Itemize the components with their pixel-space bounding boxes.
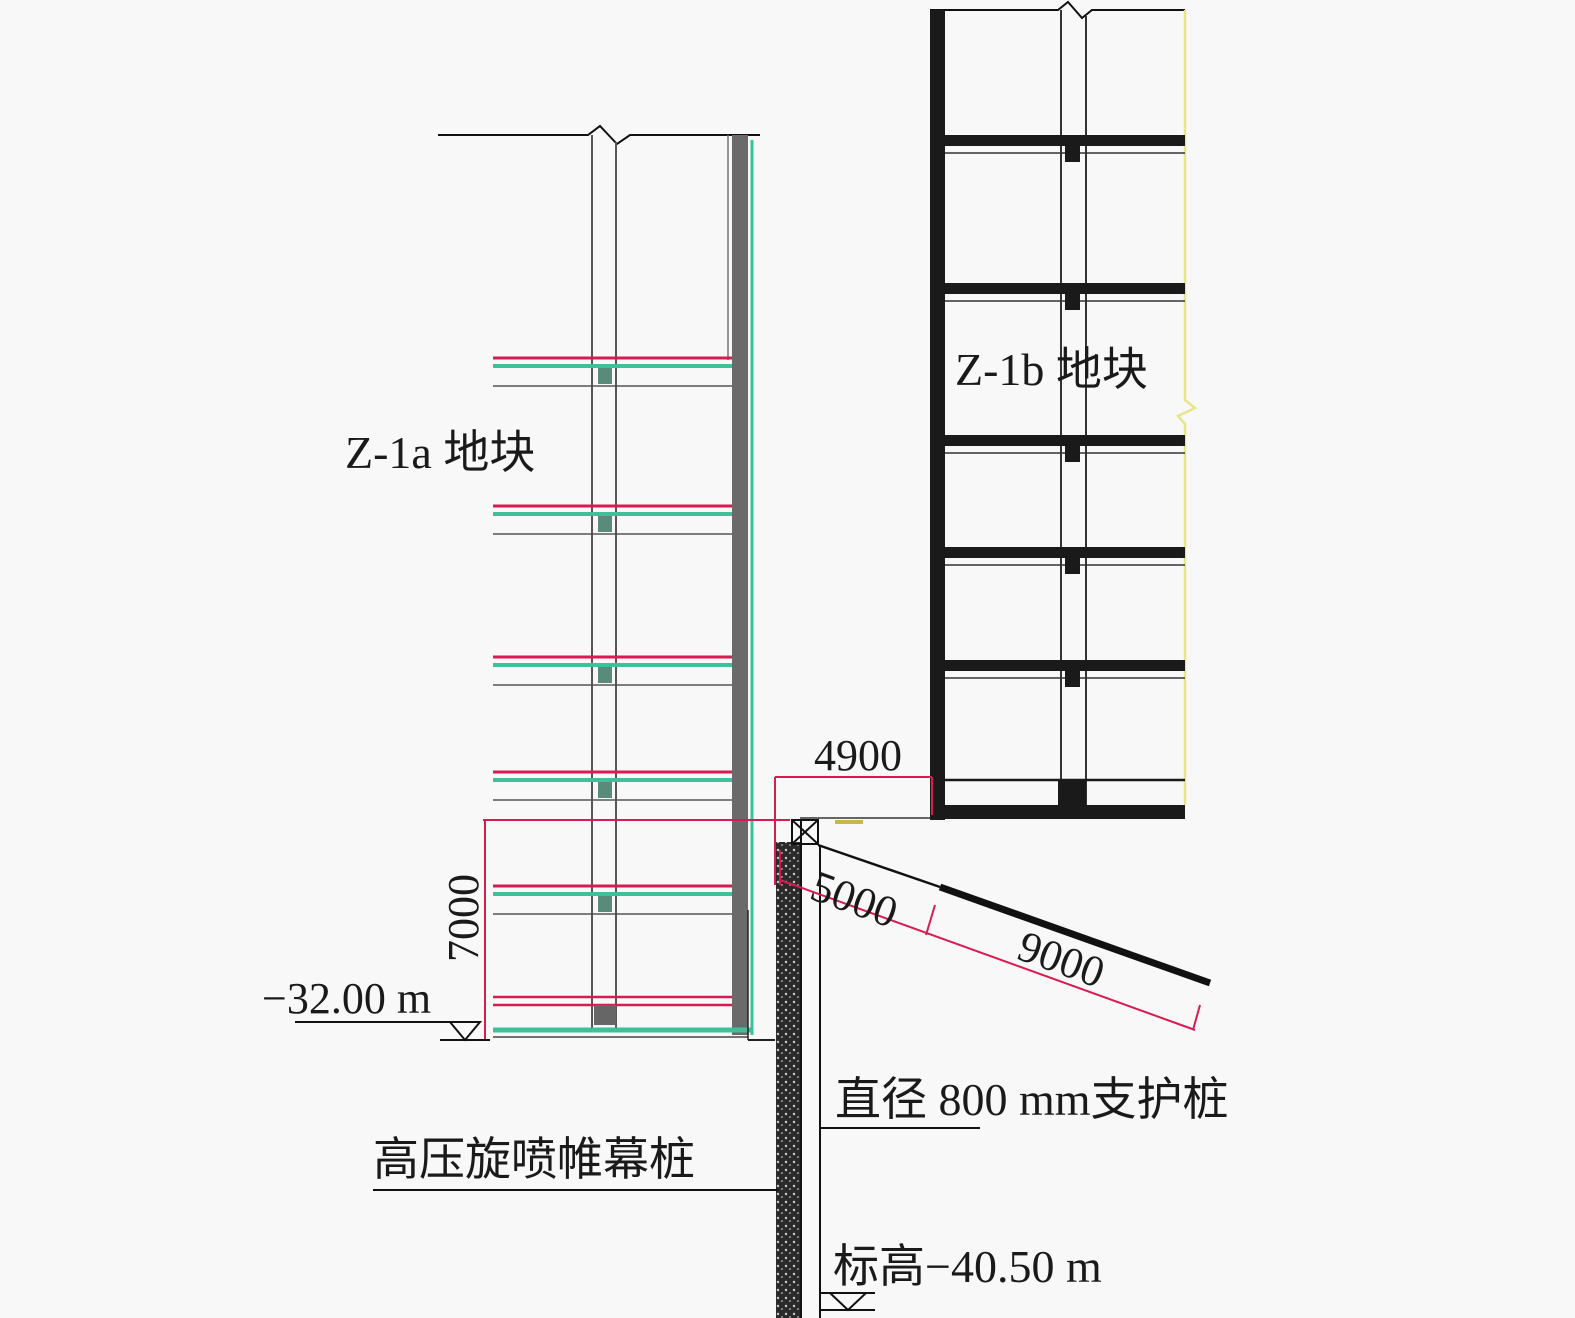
ground-marker bbox=[835, 820, 863, 824]
floor-slab bbox=[945, 547, 1185, 558]
column-cap bbox=[1065, 146, 1080, 162]
pile-bottom-elevation-label: 标高−40.50 m bbox=[833, 1241, 1102, 1292]
pile-cap-crossbox bbox=[791, 819, 819, 845]
exterior-wall bbox=[930, 10, 945, 820]
column-cap bbox=[598, 782, 612, 798]
column-cap bbox=[598, 368, 612, 384]
floor-slab bbox=[945, 435, 1185, 446]
building-z1a bbox=[438, 124, 775, 1041]
column-cap bbox=[1065, 446, 1080, 462]
floor-slab bbox=[945, 135, 1185, 146]
dimension-gap-width bbox=[774, 776, 933, 885]
column-cap bbox=[598, 896, 612, 912]
column-cap bbox=[1065, 294, 1080, 310]
jet-grouting-curtain-pile bbox=[776, 842, 800, 1318]
column-cap bbox=[598, 667, 612, 683]
elevation-triangle-icon bbox=[827, 1292, 869, 1312]
elevation-pit-bottom: −32.00 m bbox=[262, 974, 490, 1042]
elevation-triangle-icon bbox=[447, 1021, 483, 1042]
column-cap bbox=[1065, 558, 1080, 574]
anchor-bonded-section bbox=[938, 883, 1212, 987]
elevation-pit-bottom-label: −32.00 m bbox=[262, 974, 431, 1023]
support-pile-label: 直径 800 mm支护桩 bbox=[835, 1074, 1229, 1125]
dimension-gap-width-label: 4900 bbox=[814, 731, 902, 780]
column-base bbox=[1058, 780, 1086, 808]
column-base bbox=[594, 1005, 616, 1025]
foundation-slab bbox=[930, 805, 1185, 819]
block-z1b-label: Z-1b 地块 bbox=[955, 344, 1148, 395]
floor-slab bbox=[945, 283, 1185, 294]
column-cap bbox=[1065, 671, 1080, 687]
floor-slab bbox=[945, 660, 1185, 671]
dimension-excavation-depth-label: 7000 bbox=[439, 874, 488, 962]
building-z1b bbox=[930, 0, 1198, 820]
basement-wall bbox=[732, 135, 748, 1035]
break-line-top bbox=[930, 0, 1185, 20]
column-cap bbox=[598, 516, 612, 532]
break-line-top bbox=[438, 124, 760, 146]
site-boundary-line bbox=[1175, 10, 1198, 805]
dimension-anchor bbox=[779, 850, 1201, 1031]
block-z1a-label: Z-1a 地块 bbox=[345, 427, 535, 478]
curtain-pile-label: 高压旋喷帷幕桩 bbox=[373, 1134, 695, 1185]
dimension-excavation-depth bbox=[483, 819, 790, 1040]
anchor-free-section bbox=[817, 843, 941, 889]
